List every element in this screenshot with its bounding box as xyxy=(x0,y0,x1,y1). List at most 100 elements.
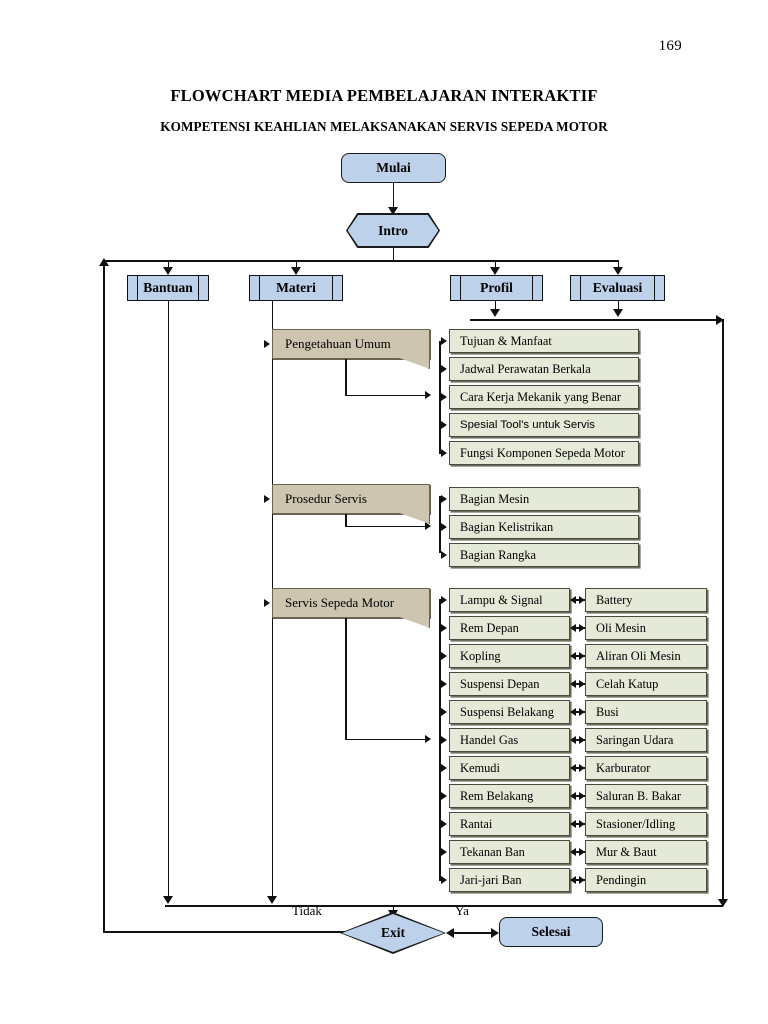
list-item-label: Karburator xyxy=(596,760,651,775)
servis-item-saluran-b-bakar[interactable]: Saluran B. Bakar xyxy=(585,784,707,808)
servis-item-lampu-signal[interactable]: Lampu & Signal xyxy=(449,588,570,612)
menu-button-evaluasi[interactable]: Evaluasi xyxy=(570,275,665,301)
node-intro[interactable]: Intro xyxy=(346,213,440,248)
servis-item-handel-gas[interactable]: Handel Gas xyxy=(449,728,570,752)
chart-title-line-2: KOMPETENSI KEAHLIAN MELAKSANAKAN SERVIS … xyxy=(160,119,608,134)
arrowhead-list-1-1 xyxy=(441,337,447,345)
arrowhead-pair-6-left xyxy=(570,736,576,744)
list-item-label: Fungsi Komponen Sepeda Motor xyxy=(460,445,625,460)
arrowhead-pair-10-left xyxy=(570,848,576,856)
servis-item-jari-jari-ban[interactable]: Jari-jari Ban xyxy=(449,868,570,892)
arrowhead-mulai-intro xyxy=(388,207,398,215)
list-item-jadwal-perawatan[interactable]: Jadwal Perawatan Berkala xyxy=(449,357,639,381)
list-item-label: Suspensi Belakang xyxy=(460,704,554,719)
edge-label-ya: Ya xyxy=(455,903,469,918)
list-item-spesial-tools[interactable]: Spesial Tool's untuk Servis xyxy=(449,413,639,437)
servis-item-karburator[interactable]: Karburator xyxy=(585,756,707,780)
arrowhead-pair-3-right xyxy=(578,652,585,660)
servis-item-tekanan-ban[interactable]: Tekanan Ban xyxy=(449,840,570,864)
list-item-bagian-kelistrikan[interactable]: Bagian Kelistrikan xyxy=(449,515,639,539)
arrowhead-pair-2-left xyxy=(570,624,576,632)
arrowhead-pair-7-left xyxy=(570,764,576,772)
arrowhead-pair-11-right xyxy=(578,876,585,884)
servis-item-mur-baut[interactable]: Mur & Baut xyxy=(585,840,707,864)
arrowhead-servis-l-6 xyxy=(441,736,447,744)
list-item-label: Suspensi Depan xyxy=(460,676,540,691)
arrowhead-right-merge xyxy=(716,315,724,325)
list-item-label: Saluran B. Bakar xyxy=(596,788,681,803)
chart-title-line-1: FLOWCHART MEDIA PEMBELAJARAN INTERAKTIF xyxy=(170,86,598,105)
arrowhead-servis-l-7 xyxy=(441,764,447,772)
group-servis-sepeda-motor-label: Servis Sepeda Motor xyxy=(285,595,395,610)
servis-item-kopling[interactable]: Kopling xyxy=(449,644,570,668)
menu-button-materi[interactable]: Materi xyxy=(249,275,343,301)
menu-button-bantuan[interactable]: Bantuan xyxy=(127,275,209,301)
arrowhead-servis-l-2 xyxy=(441,624,447,632)
arrowhead-pair-8-left xyxy=(570,792,576,800)
node-mulai-label: Mulai xyxy=(376,160,411,175)
menu-button-bantuan-label: Bantuan xyxy=(143,280,193,295)
servis-item-pendingin[interactable]: Pendingin xyxy=(585,868,707,892)
list-item-cara-kerja-mekanik[interactable]: Cara Kerja Mekanik yang Benar xyxy=(449,385,639,409)
edge-profil-down xyxy=(494,301,497,311)
arrowhead-exit-selesai-right xyxy=(491,928,499,938)
arrowhead-servis-l-4 xyxy=(441,680,447,688)
arrowhead-servis-l-5 xyxy=(441,708,447,716)
edge-group1-elbow-v xyxy=(345,359,347,396)
edge-evaluasi-down xyxy=(617,301,620,311)
servis-item-rem-belakang[interactable]: Rem Belakang xyxy=(449,784,570,808)
arrowhead-exit-selesai-left xyxy=(446,928,454,938)
list-item-label: Spesial Tool's untuk Servis xyxy=(460,419,595,431)
group-pengetahuan-umum[interactable]: Pengetahuan Umum xyxy=(272,329,430,369)
list-item-bagian-mesin[interactable]: Bagian Mesin xyxy=(449,487,639,511)
list-item-label: Aliran Oli Mesin xyxy=(596,648,681,663)
servis-item-oli-mesin[interactable]: Oli Mesin xyxy=(585,616,707,640)
edge-bus-bantuan xyxy=(167,260,170,269)
group-servis-sepeda-motor[interactable]: Servis Sepeda Motor xyxy=(272,588,430,628)
node-selesai-label: Selesai xyxy=(531,924,571,939)
edge-group3-elbow-v xyxy=(345,618,347,740)
list-item-label: Bagian Mesin xyxy=(460,491,530,506)
list-item-label: Lampu & Signal xyxy=(460,592,543,607)
arrowhead-list-1-3 xyxy=(441,393,447,401)
list-item-bagian-rangka[interactable]: Bagian Rangka xyxy=(449,543,639,567)
servis-item-rantai[interactable]: Rantai xyxy=(449,812,570,836)
menu-bus-line xyxy=(103,260,619,262)
menu-button-profil[interactable]: Profil xyxy=(450,275,543,301)
servis-item-rem-depan[interactable]: Rem Depan xyxy=(449,616,570,640)
servis-item-suspensi-belakang[interactable]: Suspensi Belakang xyxy=(449,700,570,724)
list-item-label: Rem Belakang xyxy=(460,788,534,803)
list-item-label: Rantai xyxy=(460,816,493,831)
list-item-label: Tujuan & Manfaat xyxy=(460,333,552,348)
arrowhead-list-2-2 xyxy=(441,523,447,531)
arrowhead-bus-evaluasi xyxy=(613,267,623,275)
group1-list-rail xyxy=(439,341,441,454)
node-exit[interactable]: Exit xyxy=(340,912,446,954)
node-mulai[interactable]: Mulai xyxy=(341,153,446,183)
arrowhead-servis-l-10 xyxy=(441,848,447,856)
servis-item-saringan-udara[interactable]: Saringan Udara xyxy=(585,728,707,752)
edge-tidak-return xyxy=(103,931,388,933)
servis-item-battery[interactable]: Battery xyxy=(585,588,707,612)
arrowhead-bantuan-bottom xyxy=(163,896,173,904)
servis-item-kemudi[interactable]: Kemudi xyxy=(449,756,570,780)
servis-item-aliran-oli-mesin[interactable]: Aliran Oli Mesin xyxy=(585,644,707,668)
group-prosedur-servis[interactable]: Prosedur Servis xyxy=(272,484,430,524)
list-item-tujuan-manfaat[interactable]: Tujuan & Manfaat xyxy=(449,329,639,353)
arrowhead-pair-5-right xyxy=(578,708,585,716)
node-intro-label-wrap: Intro xyxy=(347,214,439,247)
list-item-label: Busi xyxy=(596,704,619,719)
arrowhead-materi-to-pengetahuan xyxy=(264,340,270,348)
arrowhead-servis-l-8 xyxy=(441,792,447,800)
servis-item-busi[interactable]: Busi xyxy=(585,700,707,724)
servis-item-stasioner-idling[interactable]: Stasioner/Idling xyxy=(585,812,707,836)
servis-item-celah-katup[interactable]: Celah Katup xyxy=(585,672,707,696)
arrowhead-list-2-1 xyxy=(441,495,447,503)
arrowhead-pair-1-right xyxy=(578,596,585,604)
node-exit-label: Exit xyxy=(380,925,405,940)
node-selesai[interactable]: Selesai xyxy=(499,917,603,947)
edge-intro-bus xyxy=(392,248,395,261)
list-item-fungsi-komponen[interactable]: Fungsi Komponen Sepeda Motor xyxy=(449,441,639,465)
servis-item-suspensi-depan[interactable]: Suspensi Depan xyxy=(449,672,570,696)
edge-mulai-intro xyxy=(392,183,395,209)
